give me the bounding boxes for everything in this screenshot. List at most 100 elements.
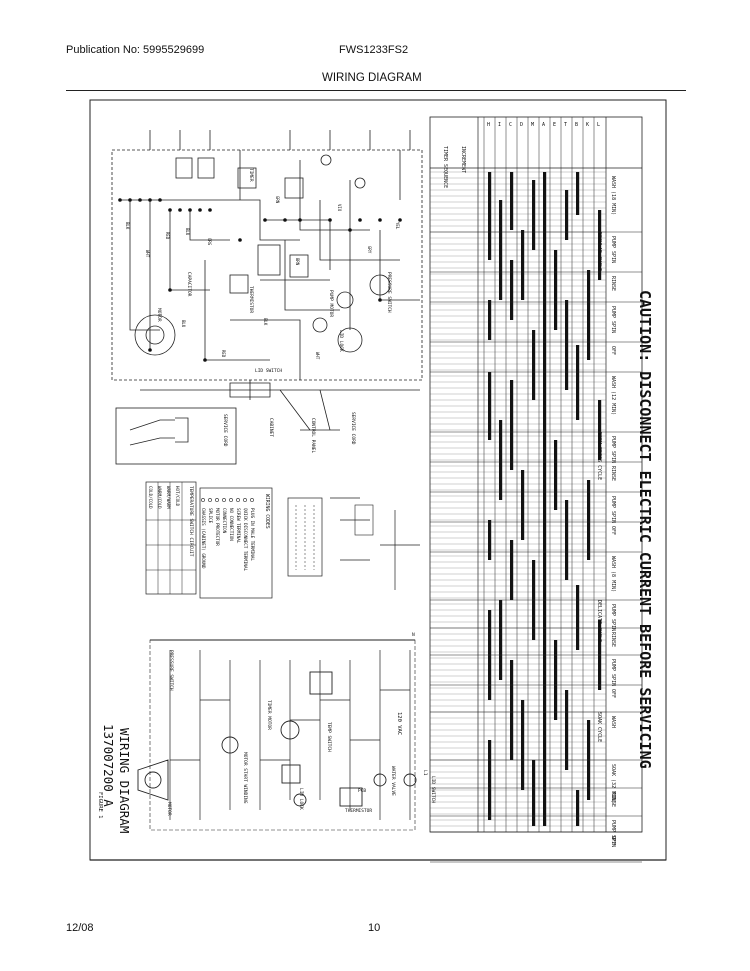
step-label: WASH (12 MIN) (610, 376, 616, 415)
step-label: RINSE (610, 276, 616, 291)
switch-connection-grid (287, 497, 420, 590)
step-label: OFF (610, 346, 616, 355)
legend-title: WIRING CODES (264, 494, 270, 529)
switch-label: E (553, 122, 556, 128)
svg-text:INCREMENT: INCREMENT (460, 146, 466, 173)
switch-label: B (575, 122, 578, 128)
terminal-dot (168, 208, 172, 212)
cycle-label: REGULAR CYCLE (596, 232, 602, 271)
legend-symbol (215, 498, 219, 502)
legend-item: PLUG IN MALE TERMINAL (250, 508, 255, 561)
temperature-switch-table: TEMPERATURE SWITCH CIRCUIT HOT/COLDWARM/… (145, 481, 197, 595)
contact-bar (510, 380, 514, 470)
legend-item: MOTOR PROTECTOR (215, 508, 220, 546)
terminal-dot (398, 218, 402, 222)
terminal-dot (358, 218, 362, 222)
legend-symbol (229, 498, 233, 502)
contact-bar (488, 740, 492, 820)
terminal-dot (328, 218, 332, 222)
terminal-dot (378, 218, 382, 222)
wiring-codes-legend: WIRING CODES PLUG IN MALE TERMINALQUICK … (199, 487, 273, 599)
model-number: FWS1233FS2 (339, 44, 409, 56)
contact-bar (543, 172, 547, 826)
wire-code: YEL (395, 222, 400, 230)
terminal-dot (148, 198, 152, 202)
header-rule (66, 90, 686, 91)
terminal-dot (378, 298, 382, 302)
contact-bar (532, 180, 536, 250)
label-capacitor: CAPACITOR (186, 272, 192, 297)
label-lid-lock: LID LOCK (338, 330, 344, 352)
publication-number: Publication No: 5995529699 (66, 44, 205, 56)
legend-symbol (250, 498, 254, 502)
contact-bar (565, 190, 569, 240)
wire-code: BRN (295, 258, 300, 266)
label-water-valve: WATER VALVE (390, 766, 396, 796)
wire-code: BLK (125, 222, 130, 230)
switch-label: I (498, 122, 501, 128)
wire-code: BLU (185, 228, 190, 236)
svg-text:MOTOR: MOTOR (166, 802, 172, 816)
step-label: PUMP SPIN (610, 436, 616, 463)
contact-bar (499, 420, 503, 500)
svg-text:PCB: PCB (358, 788, 366, 794)
ladder-schematic (137, 639, 417, 831)
wire-code-labels: BLKWHTREDBLUORGGRNBRNVIOGRYYELBLKWHTREDB… (125, 196, 400, 360)
step-label: OFF (610, 526, 616, 535)
terminal-dot (283, 218, 287, 222)
contact-bar (510, 660, 514, 760)
page-title: WIRING DIAGRAM (322, 72, 422, 84)
contact-bar (587, 480, 591, 560)
contact-bar (554, 640, 558, 720)
legend-item: SCREW TERMINAL (236, 508, 241, 544)
svg-text:LID LOCK: LID LOCK (298, 788, 304, 810)
contact-bar (521, 700, 525, 790)
cycle-label: DELICATE CYCLE (596, 600, 602, 642)
switch-label: H (487, 122, 490, 128)
service-cord-inset: SERVICE CORD (115, 407, 237, 465)
step-label: PUMP SPIN (610, 496, 616, 523)
terminal-dot (158, 198, 162, 202)
contact-bar (532, 760, 536, 826)
label-motor: MOTOR (156, 308, 162, 322)
step-label: WASH (8 MIN) (610, 556, 616, 592)
contact-bar (576, 345, 580, 420)
wire-code: VIO (337, 204, 342, 212)
legend-symbol (222, 498, 226, 502)
label-lid-switch: LID SWITCH (255, 368, 282, 374)
terminal-dot (238, 238, 242, 242)
contact-bar (510, 540, 514, 600)
terminal-dot (128, 198, 132, 202)
svg-text:MOTOR START WINDING: MOTOR START WINDING (242, 752, 248, 804)
contact-bar (499, 600, 503, 680)
cycle-label: SOAK CYCLE (596, 712, 602, 742)
ladder-labels: 120 VAC N L1 LID SWITCH WATER VALVE PCB … (166, 632, 436, 816)
temp-table-title: TEMPERATURE SWITCH CIRCUIT (188, 486, 194, 557)
terminal-dot (118, 198, 122, 202)
switch-label: C (509, 122, 512, 128)
page-number: 10 (368, 922, 381, 934)
temp-row-label: WARM/COLD (157, 486, 162, 509)
legend-item: NO CONNECTION (229, 508, 234, 541)
switch-label: D (520, 122, 523, 128)
terminal-dots (118, 198, 402, 362)
contact-bar (576, 585, 580, 650)
step-label: PUMP SPIN (610, 659, 616, 686)
label-thermistor: THERMISTOR (248, 286, 254, 313)
label-120-vac: 120 VAC (396, 712, 402, 735)
cycle-label: PERM PRESS CYCLE (596, 432, 602, 480)
contact-bar (565, 690, 569, 770)
step-label: WASH (18 MIN) (610, 176, 616, 215)
legend-item: SPLICE (208, 508, 213, 524)
legend-item: CHASSIS (CABINET) GROUND (201, 508, 206, 569)
svg-text:THERMISTOR: THERMISTOR (345, 808, 372, 814)
contact-bar (499, 200, 503, 300)
step-label: SOAK (32 MIN) (610, 764, 616, 803)
svg-text:TIMER MOTOR: TIMER MOTOR (266, 700, 272, 730)
label-pressure-switch: PRESSURE SWITCH (386, 272, 392, 313)
timer-chart-heading: TIMER SEQUENCE (442, 146, 448, 188)
step-label: OFF (610, 689, 616, 698)
contact-bar (521, 230, 525, 300)
